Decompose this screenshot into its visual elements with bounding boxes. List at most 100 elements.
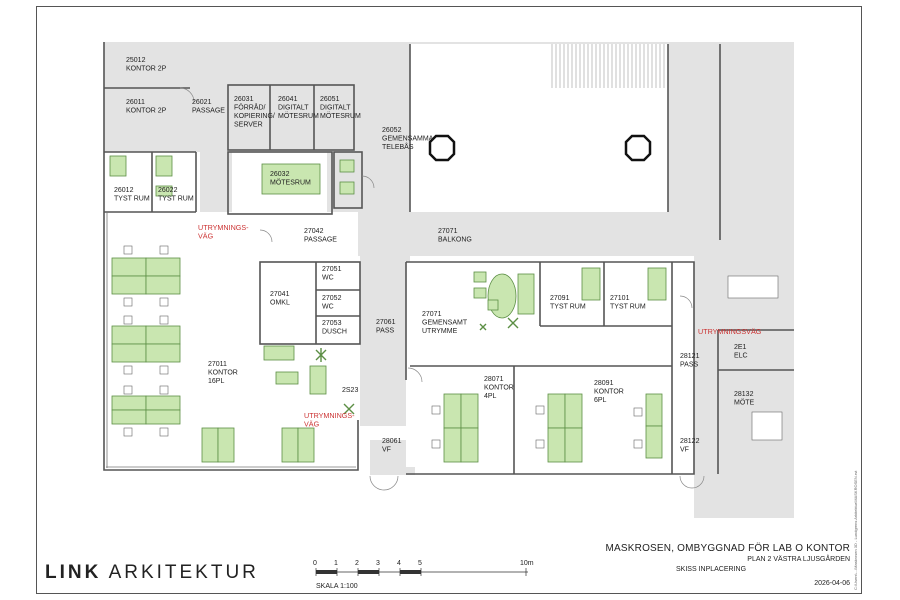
room-label-line: GEMENSAMMA [382, 136, 434, 143]
room-label-line: PASS [680, 362, 698, 369]
scale-tick-0: 0 [313, 560, 317, 567]
room-label-line: 26022 [158, 187, 178, 194]
room-label-line: 26052 [382, 127, 402, 134]
room-label-line: DUSCH [322, 329, 347, 336]
room-label-line: PASS [376, 328, 394, 335]
scale-tick-5: 5 [418, 560, 422, 567]
room-label-line: 27011 [208, 361, 227, 368]
room-label-line: MÖTESRUM [270, 179, 311, 187]
room-label-line: WC [322, 275, 334, 282]
room-label-line: 27041 [270, 291, 290, 298]
room-label-line: 26051 [320, 96, 340, 103]
room-label-line: 28122 [680, 438, 700, 445]
walls [103, 42, 794, 475]
room-label-line: 26021 [192, 99, 212, 106]
room-label-line: 27061 [376, 319, 396, 326]
exit-label-line: UTRYMNINGSVÄG [698, 327, 762, 336]
room-label-line: 2S23 [342, 387, 358, 394]
room-label-line: 27051 [322, 266, 342, 273]
room-label-line: GEMENSAMT [422, 320, 468, 327]
room-label-line: FÖRRÅD/ [234, 103, 266, 112]
room-label-line: 28121 [680, 353, 700, 360]
room-label-line: 16PL [208, 378, 224, 385]
room-label-line: TYST RUM [158, 196, 194, 203]
project-subtitle: PLAN 2 VÄSTRA LJUSGÅRDEN [747, 556, 850, 563]
room-label-line: ELC [734, 353, 748, 360]
room-label-line: VF [382, 447, 391, 454]
exit-label-e2: UTRYMNINGS-VÄG [304, 411, 355, 429]
furniture [109, 155, 667, 463]
brand-rest: ARKITEKTUR [108, 562, 259, 583]
room-label-line: 27042 [304, 228, 324, 235]
room-label-line: 6PL [594, 397, 607, 404]
exit-label-e3: UTRYMNINGSVÄG [698, 327, 762, 336]
room-label-line: 28132 [734, 391, 754, 398]
room-label-line: TYST RUM [610, 304, 646, 311]
room-label-line: 26011 [126, 99, 145, 106]
room-label-line: KONTOR [208, 370, 238, 377]
sheet-date: 2026-04-06 [814, 580, 850, 587]
room-label-line: OMKL [270, 300, 290, 307]
room-label-line: KOPIERING/ [234, 113, 275, 120]
sheet-name: SKISS INPLACERING [676, 566, 747, 573]
windows [106, 212, 356, 468]
room-label-line: PASSAGE [304, 237, 337, 244]
plants [315, 317, 519, 415]
room-label-line: MÖTE [734, 399, 755, 407]
scale-tick-1: 1 [334, 560, 338, 567]
exit-label-e1: UTRYMNINGS-VÄG [198, 223, 249, 241]
room-label-line: 26041 [278, 96, 298, 103]
room-label-line: DIGITALT [320, 105, 351, 112]
room-label-line: 28071 [484, 376, 504, 383]
room-label-line: WC [322, 304, 334, 311]
room-label-line: 27071 [422, 311, 442, 318]
scale-bar: 0 1 2 3 4 5 10m [313, 560, 534, 576]
room-label-line: KONTOR 2P [126, 66, 167, 73]
room-label-line: 28061 [382, 438, 402, 445]
exit-label-line: VÄG [304, 420, 320, 429]
file-path-note: C:\Users\...\Maskrosen 3D - Lundgrens Ar… [853, 470, 858, 590]
room-label-line: 27091 [550, 295, 570, 302]
room-label-r27: 2S23 [342, 387, 358, 394]
room-label-line: 27053 [322, 320, 342, 327]
scale-tick-3: 3 [376, 560, 380, 567]
brand-bold: LINK [45, 562, 102, 583]
room-label-line: BALKONG [438, 237, 472, 244]
room-label-line: 28091 [594, 380, 614, 387]
room-label-line: DIGITALT [278, 105, 309, 112]
scale-tick-2: 2 [355, 560, 359, 567]
room-label-line: 26032 [270, 171, 290, 178]
room-label-line: MÖTESRUM [278, 112, 319, 120]
project-title: MASKROSEN, OMBYGGNAD FÖR LAB O KONTOR [605, 543, 850, 554]
room-label-line: 26012 [114, 187, 134, 194]
room-label-line: 26031 [234, 96, 254, 103]
exit-label-line: UTRYMNINGS- [198, 223, 249, 232]
room-label-line: 4PL [484, 393, 497, 400]
stair-hatch [551, 44, 665, 88]
room-label-line: 27052 [322, 295, 342, 302]
